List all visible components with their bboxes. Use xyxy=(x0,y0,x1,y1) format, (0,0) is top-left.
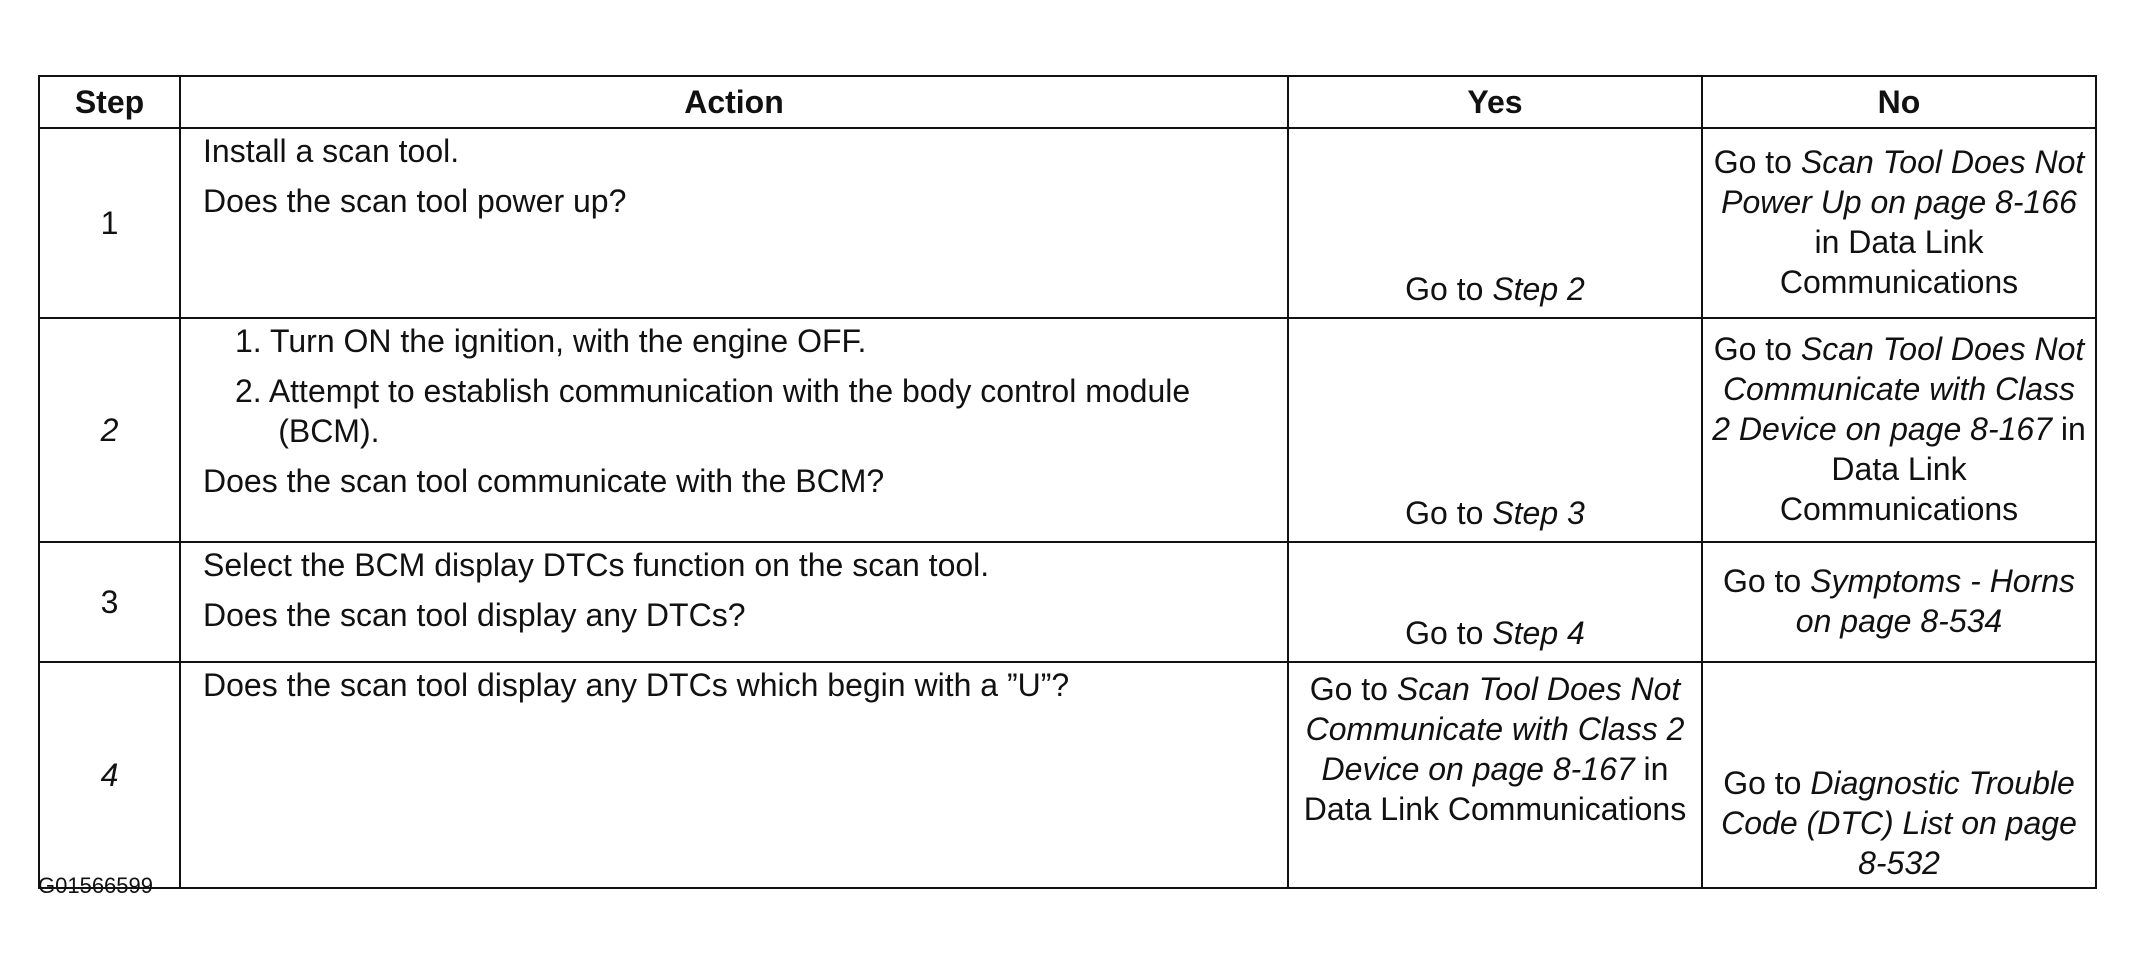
yes-cell: Go to Step 3 xyxy=(1287,317,1703,543)
figure-id: G01566599 xyxy=(38,873,153,898)
yes-prefix: Go to xyxy=(1405,495,1493,531)
action-question: Does the scan tool display any DTCs? xyxy=(203,597,746,633)
header-row: Step Action Yes No xyxy=(38,75,2097,129)
action-cell: 1. Turn ON the ignition, with the engine… xyxy=(179,317,1289,543)
yes-reference-link[interactable]: Step 3 xyxy=(1492,495,1585,531)
yes-reference-link[interactable]: Step 2 xyxy=(1492,271,1585,307)
action-instruction: Install a scan tool. xyxy=(203,133,460,169)
step-number: 2 xyxy=(38,317,181,543)
no-prefix: Go to xyxy=(1713,331,1801,367)
table-row: 4 Does the scan tool display any DTCs wh… xyxy=(38,661,2097,889)
action-question: Does the scan tool display any DTCs whic… xyxy=(203,667,1070,703)
action-step-item: 1. Turn ON the ignition, with the engine… xyxy=(235,323,867,359)
action-cell: Select the BCM display DTCs function on … xyxy=(179,541,1289,663)
step-number: 3 xyxy=(38,541,181,663)
yes-prefix: Go to xyxy=(1405,271,1493,307)
no-prefix: Go to xyxy=(1722,563,1811,599)
header-action: Action xyxy=(179,75,1289,129)
no-reference-link[interactable]: Symptoms - Horns on page 8-534 xyxy=(1795,563,2076,639)
table-row: 1 Install a scan tool. Does the scan too… xyxy=(38,127,2097,319)
action-question: Does the scan tool power up? xyxy=(203,183,627,219)
yes-prefix: Go to xyxy=(1405,615,1493,651)
no-cell: Go to Symptoms - Horns on page 8-534 xyxy=(1701,541,2097,663)
yes-cell: Go to Step 2 xyxy=(1287,127,1703,319)
no-reference-link[interactable]: Diagnostic Trouble Code (DTC) List on pa… xyxy=(1721,765,2077,881)
table-row: 3 Select the BCM display DTCs function o… xyxy=(38,541,2097,663)
yes-cell: Go to Scan Tool Does Not Communicate wit… xyxy=(1287,661,1703,889)
no-reference-link[interactable]: Scan Tool Does Not Power Up on page 8-16… xyxy=(1721,144,2085,220)
yes-cell: Go to Step 4 xyxy=(1287,541,1703,663)
table-row: 2 1. Turn ON the ignition, with the engi… xyxy=(38,317,2097,543)
action-step-item: 2. Attempt to establish communication wi… xyxy=(235,373,1191,449)
yes-reference-link[interactable]: Step 4 xyxy=(1492,615,1585,651)
no-cell: Go to Scan Tool Does Not Communicate wit… xyxy=(1701,317,2097,543)
action-question: Does the scan tool communicate with the … xyxy=(203,463,885,499)
diagnostic-table: Step Action Yes No 1 Install a scan tool… xyxy=(38,75,2097,889)
action-instruction: Select the BCM display DTCs function on … xyxy=(203,547,990,583)
yes-suffix: in Data Link Communications xyxy=(1303,751,1687,827)
no-suffix: in Data Link Communications xyxy=(1779,224,2019,300)
action-cell: Does the scan tool display any DTCs whic… xyxy=(179,661,1289,889)
no-reference-link[interactable]: Scan Tool Does Not Communicate with Clas… xyxy=(1712,331,2085,447)
no-cell: Go to Diagnostic Trouble Code (DTC) List… xyxy=(1701,661,2097,889)
step-number: 1 xyxy=(38,127,181,319)
action-cell: Install a scan tool. Does the scan tool … xyxy=(179,127,1289,319)
no-prefix: Go to xyxy=(1713,144,1801,180)
header-no: No xyxy=(1701,75,2097,129)
yes-reference-link[interactable]: Scan Tool Does Not Communicate with Clas… xyxy=(1305,671,1685,787)
no-cell: Go to Scan Tool Does Not Power Up on pag… xyxy=(1701,127,2097,319)
yes-prefix: Go to xyxy=(1309,671,1397,707)
no-suffix: in Data Link Communications xyxy=(1779,411,2086,527)
header-yes: Yes xyxy=(1287,75,1703,129)
header-step: Step xyxy=(38,75,181,129)
action-step-list: 1. Turn ON the ignition, with the engine… xyxy=(203,321,1275,451)
no-prefix: Go to xyxy=(1723,765,1811,801)
step-number: 4 xyxy=(38,661,181,889)
